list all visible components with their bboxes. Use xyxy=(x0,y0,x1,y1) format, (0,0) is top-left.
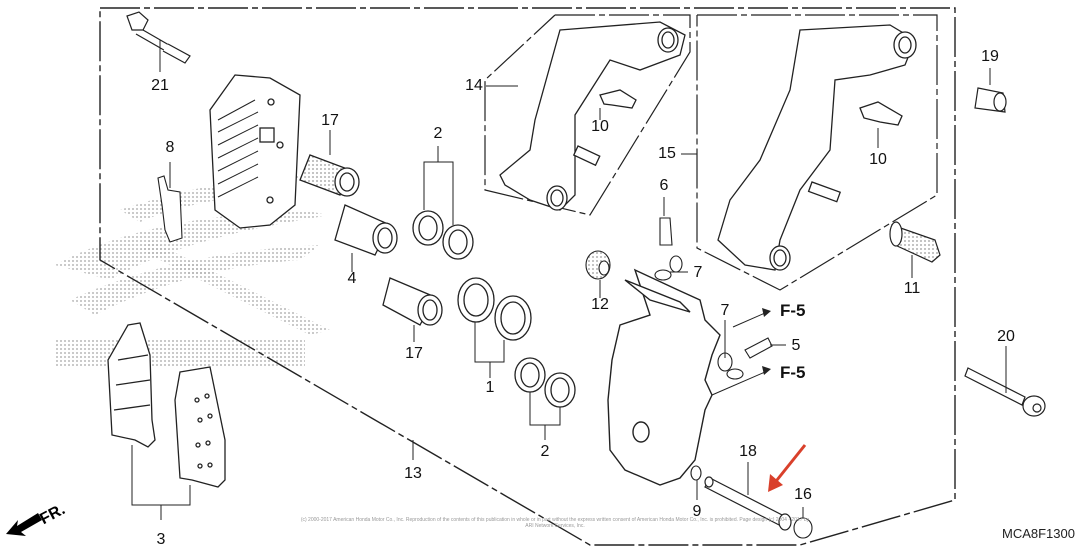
callout-17-top[interactable]: 17 xyxy=(321,112,339,129)
reference-f5-bottom[interactable]: F-5 xyxy=(780,363,806,382)
callout-2-bottom[interactable]: 2 xyxy=(540,443,550,460)
bracket-15 xyxy=(717,24,917,271)
callout-6[interactable]: 6 xyxy=(659,177,669,194)
caliper-cover xyxy=(209,74,301,229)
callout-16[interactable]: 16 xyxy=(794,486,812,503)
callout-3[interactable]: 3 xyxy=(156,531,166,548)
reference-arrowhead-1 xyxy=(762,308,771,317)
pin-plug-12 xyxy=(585,250,611,280)
callout-15[interactable]: 15 xyxy=(658,145,676,162)
bolt-20 xyxy=(964,367,1046,417)
seal-set-1 xyxy=(457,277,532,341)
leader-lines xyxy=(131,40,1007,520)
brake-pads-3 xyxy=(107,322,226,488)
copyright-notice: (c) 2000-2017 American Honda Motor Co., … xyxy=(300,517,810,529)
pad-spring-8 xyxy=(157,175,183,243)
callout-10-right[interactable]: 10 xyxy=(869,151,887,168)
sleeve-4 xyxy=(334,204,398,256)
callout-8[interactable]: 8 xyxy=(165,139,175,156)
washer-7-bottom xyxy=(717,352,744,380)
callout-4[interactable]: 4 xyxy=(347,270,357,287)
callout-5[interactable]: 5 xyxy=(791,337,801,354)
callout-11[interactable]: 11 xyxy=(903,280,921,297)
callout-13[interactable]: 13 xyxy=(404,465,422,482)
callout-1[interactable]: 1 xyxy=(485,379,495,396)
collar-19 xyxy=(974,87,1007,113)
seal-set-2-bottom xyxy=(514,357,576,408)
seal-set-2-top xyxy=(412,210,474,260)
callout-7-top[interactable]: 7 xyxy=(693,264,703,281)
banjo-bolt-11 xyxy=(889,221,941,263)
diagram-code: MCA8F1300 xyxy=(1002,526,1075,541)
bracket-15-frame xyxy=(696,14,938,291)
bolt-21 xyxy=(126,11,191,64)
bracket-14-frame xyxy=(484,14,691,216)
callout-21[interactable]: 21 xyxy=(151,77,169,94)
sleeve-17-bottom xyxy=(382,277,443,326)
callout-9[interactable]: 9 xyxy=(692,503,702,520)
callout-2-top[interactable]: 2 xyxy=(433,125,443,142)
highlight-arrow xyxy=(768,444,807,492)
callout-7-bottom[interactable]: 7 xyxy=(720,302,730,319)
sleeve-17-top xyxy=(299,154,360,197)
caliper-body xyxy=(607,268,721,486)
callout-10-left[interactable]: 10 xyxy=(591,118,609,135)
bracket-14 xyxy=(499,21,686,211)
callout-18[interactable]: 18 xyxy=(739,443,757,460)
bleeder-6 xyxy=(659,217,673,246)
washer-7-top xyxy=(654,255,683,281)
pad-pin-18 xyxy=(704,476,792,531)
callout-14[interactable]: 14 xyxy=(465,77,483,94)
washer-9 xyxy=(690,465,702,481)
callout-20[interactable]: 20 xyxy=(997,328,1015,345)
reference-f5-top[interactable]: F-5 xyxy=(780,301,806,320)
bleeder-5 xyxy=(744,337,773,359)
assembly-border xyxy=(99,7,956,546)
callout-12[interactable]: 12 xyxy=(591,296,609,313)
reference-arrowhead-2 xyxy=(762,366,771,375)
callout-19[interactable]: 19 xyxy=(981,48,999,65)
front-direction-arrow xyxy=(6,513,42,536)
callout-17-bottom[interactable]: 17 xyxy=(405,345,423,362)
